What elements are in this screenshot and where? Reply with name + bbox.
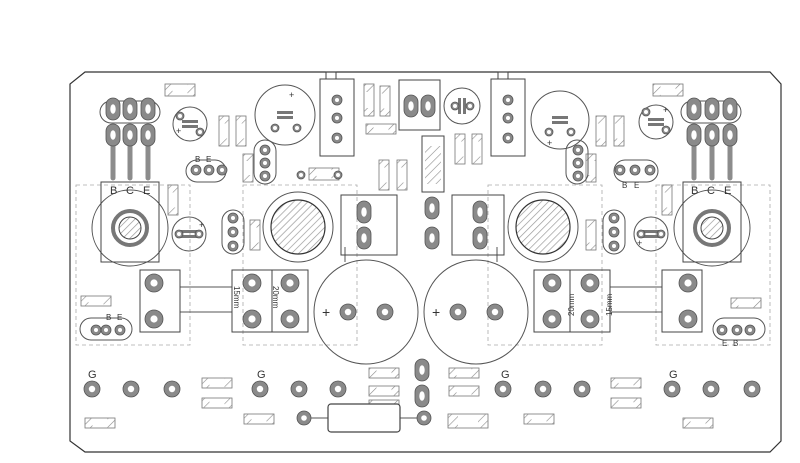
label-g-1: G [88,369,97,381]
label-e-q3: E [722,339,727,348]
label-e-q4: E [634,181,639,190]
label-g-2: G [257,369,266,381]
label-e-q2: E [117,313,122,322]
labels: B C E B C E B E B E B E B E G G G G + + … [88,90,738,381]
label-e-left: E [143,185,150,197]
label-g-4: G [669,369,678,381]
cap-bars [181,98,664,238]
label-b-q4: B [622,181,627,190]
mounting-circles [91,189,751,365]
label-plus-c1: + [289,90,294,100]
label-20mm-left: 20mm [271,286,280,309]
label-15mm-left: 15mm [232,286,241,309]
board-outline [69,71,782,453]
transistor-boxes [139,71,703,333]
label-b-q3: B [733,339,738,348]
label-c-left: C [126,185,134,197]
label-c-right: C [707,185,715,197]
label-plus-c5: + [199,220,204,230]
label-plus-cap1: + [322,304,330,320]
to92-outlines [79,100,766,341]
cap-box [421,135,445,193]
label-plus-c6: + [637,238,642,248]
small-capacitors [171,84,674,252]
hatched-discs [270,199,571,255]
pads [83,94,761,426]
label-g-3: G [501,369,510,381]
label-plus-c4: + [663,105,668,115]
label-e-right: E [724,185,731,197]
heatsink-outlines [75,184,771,346]
label-b-left: B [110,185,117,197]
label-plus-c2: + [547,138,552,148]
label-b-q2: B [106,313,111,322]
resistor-footprints [80,83,762,429]
trimmer-pots [100,181,742,263]
label-b-right: B [691,185,698,197]
label-20mm-right: 20mm [567,293,576,316]
label-15mm-right: 15mm [605,293,614,316]
label-plus-c3: + [176,126,181,136]
label-b-q1: B [195,155,200,164]
label-e-q1: E [206,155,211,164]
label-plus-cap2: + [432,304,440,320]
power-resistor [304,403,424,433]
